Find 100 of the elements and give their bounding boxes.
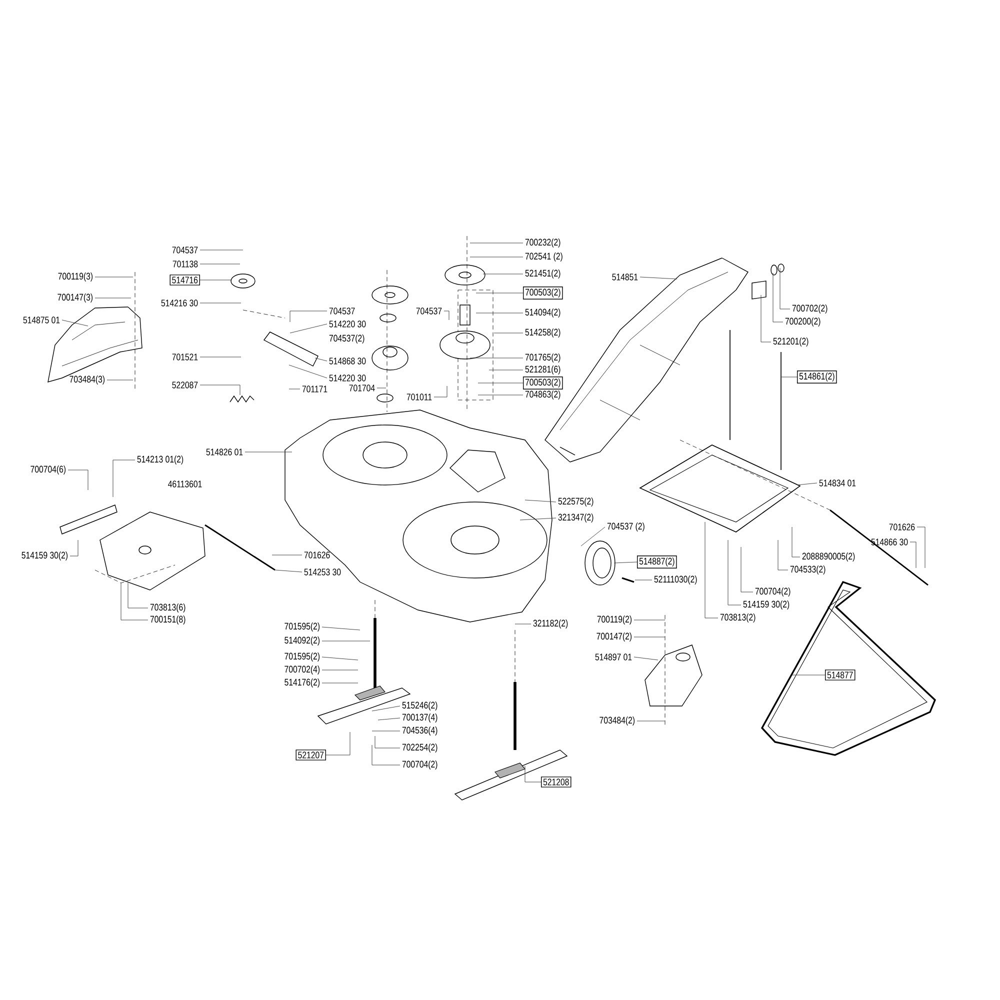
part-number: 521281(6)	[525, 366, 560, 374]
leader-line	[112, 460, 136, 498]
boxed-part-number: 514861(2)	[797, 370, 837, 384]
leader-line	[70, 540, 78, 556]
leader-line	[634, 656, 658, 660]
leader-line	[322, 640, 370, 642]
part-number: 700119(3)	[58, 272, 93, 282]
leader-line	[792, 526, 800, 558]
leader-line	[494, 332, 524, 334]
leader-line	[760, 294, 772, 342]
part-number: 2088890005(2)	[802, 552, 855, 562]
part-number: 522087	[172, 382, 198, 388]
leader-line	[524, 766, 542, 782]
leader-line	[120, 582, 148, 620]
part-number: 46113601	[168, 480, 202, 488]
leader-line	[322, 626, 360, 630]
part-number: 514258(2)	[525, 328, 560, 338]
part-number: 704533(2)	[790, 566, 826, 574]
leader-line	[272, 554, 302, 556]
leader-line	[288, 364, 328, 378]
leader-line	[910, 542, 916, 568]
part-number: 701595(2)	[284, 622, 320, 632]
leader-line	[640, 276, 678, 280]
part-number: 514897 01	[595, 654, 632, 660]
leader-line	[68, 470, 88, 490]
part-number: 514866 30	[871, 538, 908, 546]
part-number: 701595(2)	[284, 652, 320, 662]
part-number: 514220 30	[329, 320, 366, 328]
leader-line	[434, 386, 448, 398]
leader-line	[372, 706, 400, 712]
part-number: 700147(3)	[58, 294, 93, 302]
part-number: 514176(2)	[284, 678, 320, 688]
part-number: 704537	[329, 308, 355, 314]
boxed-part-number: 521208	[541, 776, 572, 788]
part-number: 701521	[172, 354, 198, 360]
leader-line	[200, 384, 240, 396]
part-number: 514159 30(2)	[22, 552, 68, 560]
part-number: 704537(2)	[329, 334, 364, 344]
leader-line	[792, 674, 826, 676]
part-number: 700200(2)	[785, 318, 820, 326]
boxed-part-number: 521207	[296, 750, 326, 760]
leader-line	[476, 312, 524, 314]
part-number: 704863(2)	[525, 390, 560, 400]
part-number: 704537	[172, 246, 198, 254]
part-number: 700137(4)	[402, 714, 438, 722]
part-number: 700704(2)	[402, 760, 438, 770]
boxed-part-number: 700503(2)	[523, 286, 563, 300]
part-number: 321182(2)	[533, 620, 568, 628]
part-number: 700232(2)	[525, 238, 560, 248]
part-number: 514834 01	[819, 480, 856, 486]
leader-line	[94, 276, 134, 278]
part-number: 701138	[172, 260, 198, 268]
part-number: 703813(2)	[720, 614, 756, 622]
part-number: 703484(3)	[70, 376, 105, 384]
leader-line	[314, 358, 328, 362]
leader-line	[378, 718, 400, 720]
boxed-part-number: 514887(2)	[637, 556, 677, 568]
part-number: 704537 (2)	[607, 522, 644, 532]
part-number: 700119(2)	[597, 616, 632, 624]
part-number: 514875 01	[23, 316, 60, 324]
leader-line	[780, 376, 798, 378]
part-number: 700147(2)	[596, 632, 632, 642]
leader-line	[470, 256, 524, 258]
part-number: 701626	[304, 552, 330, 558]
leader-line	[614, 562, 638, 564]
part-number: 514220 30	[329, 374, 366, 382]
leader-line	[740, 546, 754, 592]
leader-line	[290, 310, 328, 322]
part-number: 702541 (2)	[525, 252, 562, 262]
part-number: 522575(2)	[558, 498, 594, 506]
leader-line	[62, 320, 88, 326]
part-number: 704537	[416, 308, 442, 314]
leader-line	[634, 636, 666, 638]
leader-line	[372, 744, 400, 766]
leader-line	[444, 310, 450, 320]
part-number: 700704(6)	[30, 466, 66, 474]
leader-line	[728, 540, 742, 606]
part-number: 703813(6)	[150, 604, 186, 612]
leader-line	[778, 540, 788, 570]
leader-line	[796, 482, 818, 486]
part-number: 700702(4)	[284, 666, 320, 674]
leader-line	[524, 500, 556, 502]
leader-line	[274, 570, 302, 572]
part-number: 514094(2)	[525, 308, 560, 318]
part-number: 704536(4)	[402, 726, 438, 736]
leader-line	[772, 272, 784, 322]
leader-line	[200, 302, 242, 304]
part-number: 701626	[889, 524, 915, 530]
leader-line	[322, 656, 358, 660]
part-number: 701011	[406, 394, 432, 400]
part-number: 514092(2)	[284, 636, 320, 646]
part-number: 521451(2)	[525, 270, 560, 278]
part-number: 703484(2)	[600, 716, 635, 726]
leader-line	[580, 526, 606, 546]
leader-line	[636, 720, 666, 722]
part-number: 514868 30	[329, 358, 366, 364]
part-number: 52111030(2)	[654, 576, 697, 584]
part-number: 700702(2)	[792, 304, 828, 314]
boxed-part-number: 700503(2)	[523, 376, 563, 390]
boxed-part-number: 514877	[825, 670, 856, 680]
